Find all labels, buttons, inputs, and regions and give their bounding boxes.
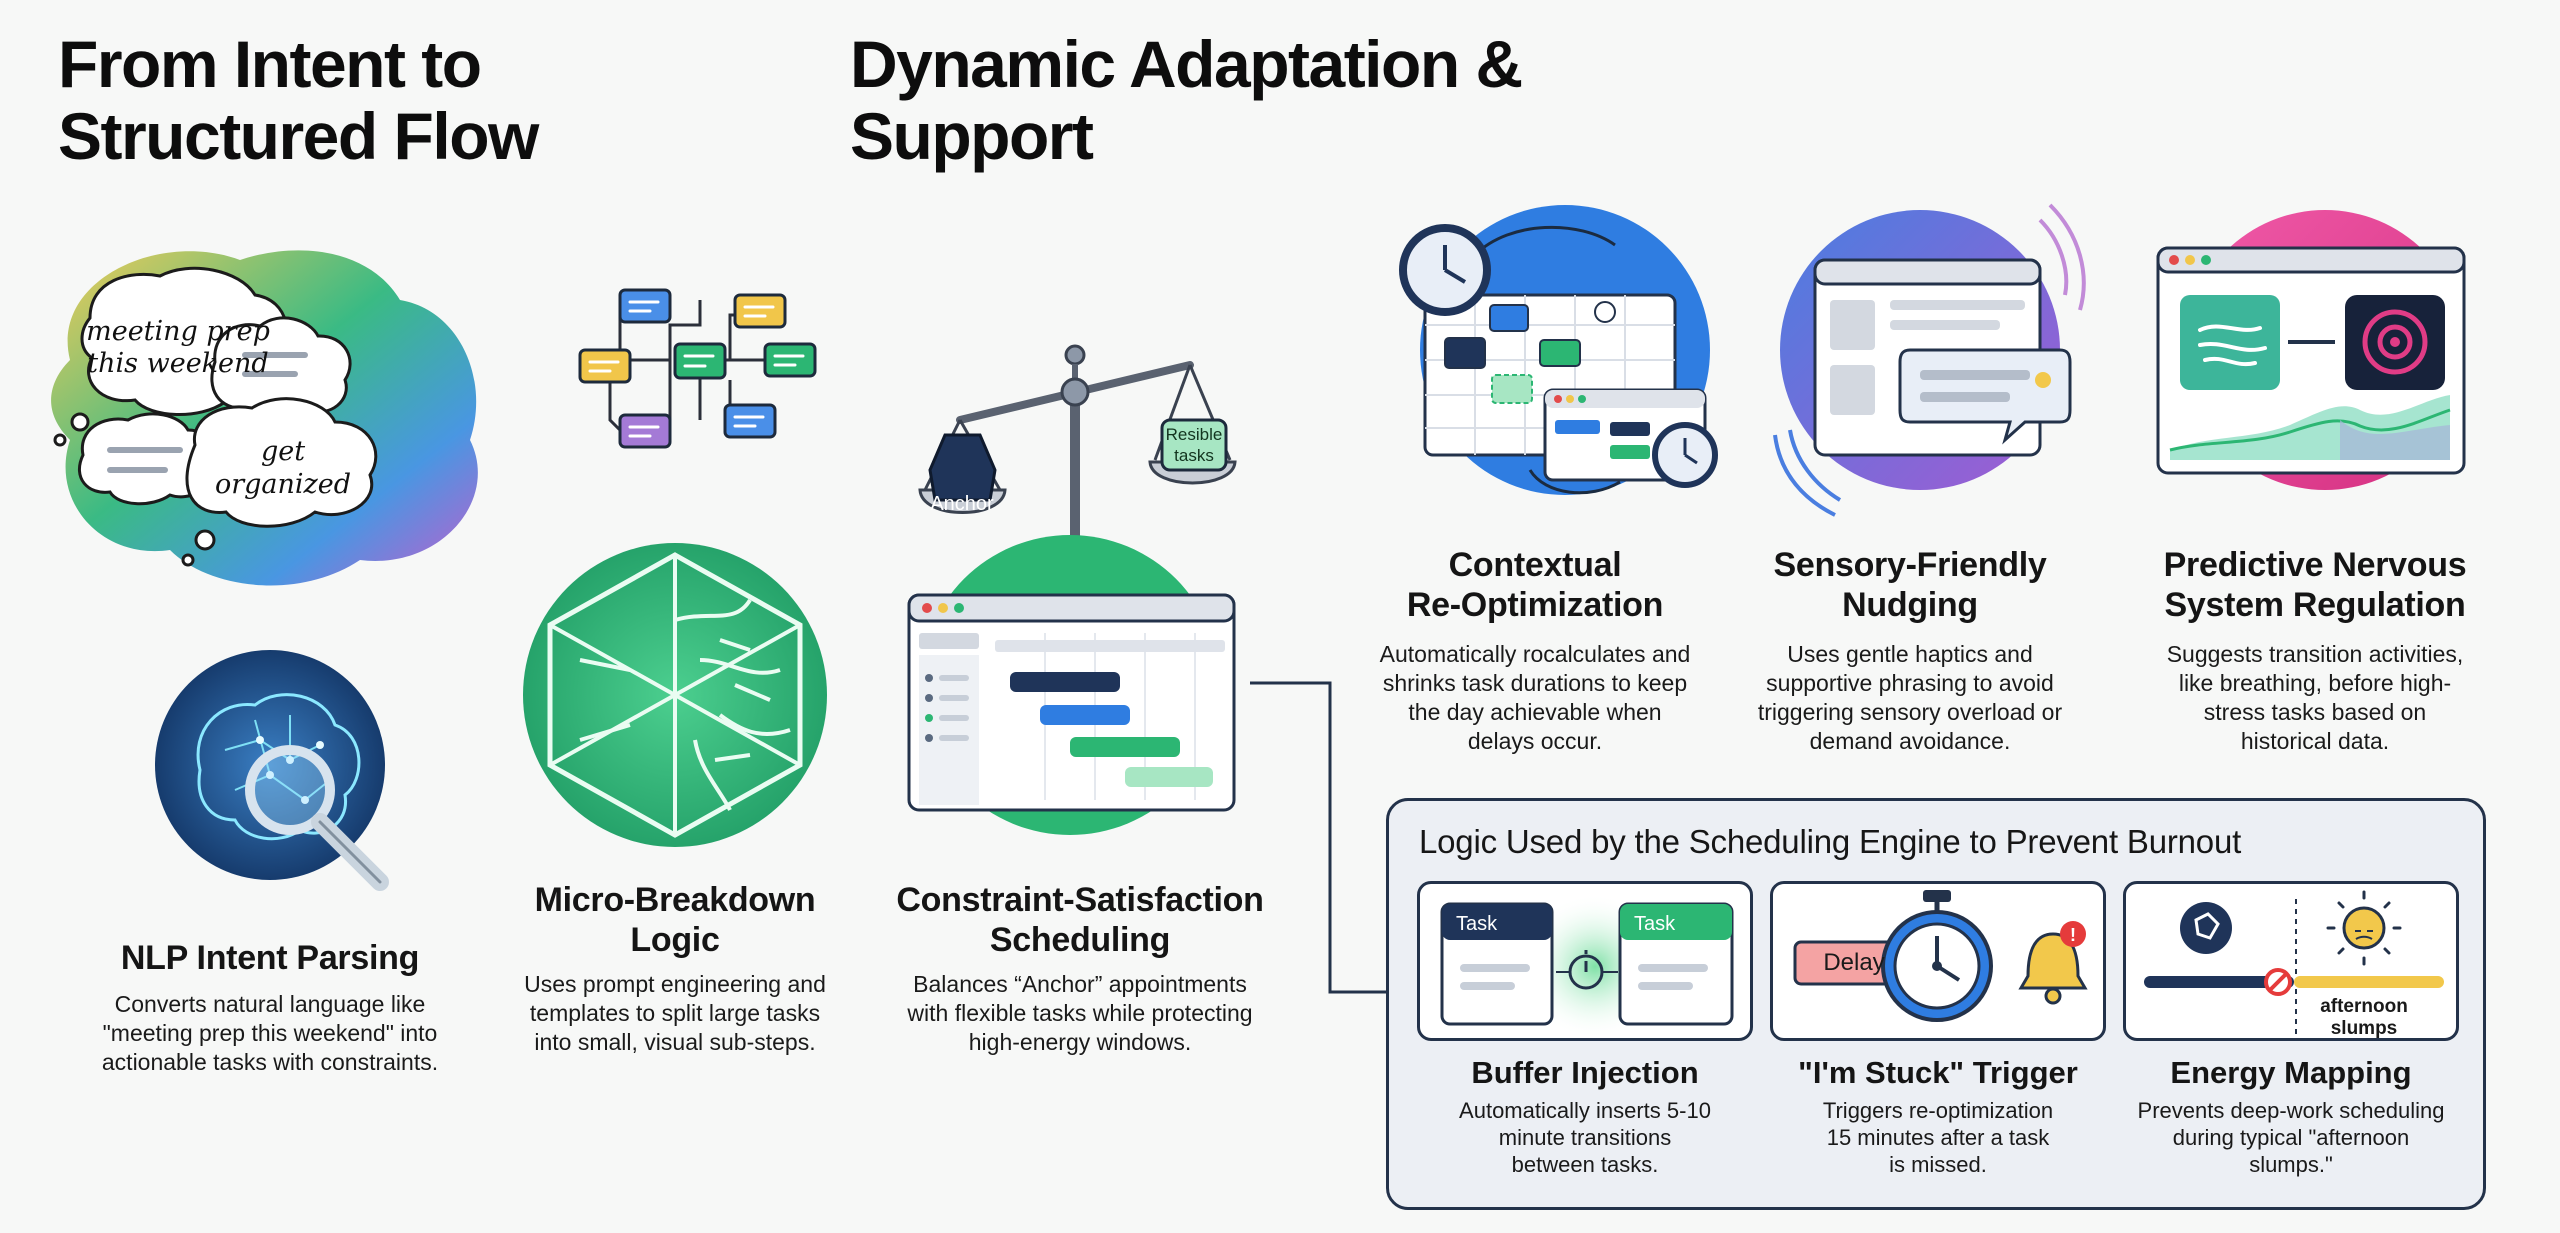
bubble-text-2: this weekend [87,348,268,379]
contextual-title-line-2: Re-Optimization [1406,586,1664,624]
buffer-desc-line-2: minute transitions [1498,1125,1672,1150]
predictive-desc-line-3: stress tasks based on [2203,699,2427,725]
left-heading-line-2: Structured Flow [58,99,539,173]
energy-desc-line-2: during typical "afternoon [2172,1125,2410,1150]
connector-line [1250,681,1386,994]
contextual-description: Automatically rocalculates and shrinks t… [1355,640,1715,756]
sensory-title: Sensory-Friendly Nudging [1740,545,2080,625]
svg-text:!: ! [2070,925,2076,945]
micro-desc-line-2: templates to split large tasks [529,1000,821,1026]
nlp-desc-line-2: "meeting prep this weekend" into [102,1020,438,1046]
brain-magnifier-icon [155,650,389,891]
constraint-title-line-1: Constraint-Satisfaction [896,881,1264,919]
energy-desc-line-1: Prevents deep-work scheduling [2137,1098,2445,1123]
stuck-title: "I'm Stuck" Trigger [1798,1055,2078,1090]
micro-title-line-1: Micro-Breakdown [534,881,816,919]
constraint-desc-line-1: Balances “Anchor” appointments [913,971,1247,997]
sensory-desc-line-3: triggering sensory overload or [1757,699,2063,725]
fractal-hexagon-icon [523,543,827,847]
predictive-title-line-1: Predictive Nervous [2163,546,2467,584]
buffer-desc-line-1: Automatically inserts 5-10 [1459,1098,1711,1123]
energy-slump-label-1: afternoon [2320,996,2408,1017]
bubble-text-1: meeting prep [86,316,270,347]
buffer-desc-line-3: between tasks. [1511,1152,1659,1177]
nlp-desc-line-1: Converts natural language like [114,991,426,1017]
buffer-gap-icon: Task Task [1440,894,1734,1039]
flexible-label-2: tasks [1174,446,1214,465]
buffer-task-label-1: Task [1456,913,1498,935]
buffer-description: Automatically inserts 5-10 minute transi… [1407,1097,1763,1178]
stuck-desc-line-1: Triggers re-optimization [1822,1098,2054,1123]
sensory-description: Uses gentle haptics and supportive phras… [1725,640,2095,756]
stuck-description: Triggers re-optimization 15 minutes afte… [1760,1097,2116,1178]
flexible-label-1: Resible [1166,425,1223,444]
logic-panel: Logic Used by the Scheduling Engine to P… [1386,798,2486,1210]
energy-description: Prevents deep-work scheduling during typ… [2103,1097,2479,1178]
stuck-desc-line-2: 15 minutes after a task [1826,1125,2050,1150]
energy-timeline-icon: afternoon slumps [2144,890,2444,1039]
micro-desc-line-1: Uses prompt engineering and [524,971,826,997]
gantt-window-icon [907,535,1236,835]
contextual-desc-line-1: Automatically rocalculates and [1379,641,1691,667]
micro-description: Uses prompt engineering and templates to… [490,970,860,1057]
task-tree-icon [578,288,817,449]
logic-panel-title: Logic Used by the Scheduling Engine to P… [1419,823,2242,860]
buffer-title: Buffer Injection [1471,1055,1699,1090]
predictive-desc-line-1: Suggests transition activities, [2166,641,2464,667]
stopwatch-alert-icon: ! Delay [1793,890,2088,1022]
contextual-desc-line-2: shrinks task durations to keep [1382,670,1688,696]
bubble-text-4: organized [215,469,351,500]
stuck-delay-label: Delay [1823,949,1884,976]
energy-slump-label-2: slumps [2331,1018,2398,1039]
stuck-trigger-card: ! Delay [1770,881,2106,1041]
constraint-desc-line-3: high-energy windows. [968,1029,1192,1055]
constraint-desc-line-2: with flexible tasks while protecting [907,1000,1253,1026]
micro-title: Micro-Breakdown Logic [500,880,850,960]
gentle-notification-icon [1773,203,2086,517]
anchor-label: Anchor [930,493,994,515]
sensory-title-line-1: Sensory-Friendly [1773,546,2047,584]
predictive-desc-line-2: like breathing, before high- [2178,670,2452,696]
energy-desc-line-3: slumps." [2249,1152,2333,1177]
nlp-title: NLP Intent Parsing [120,939,420,977]
energy-mapping-card: afternoon slumps [2123,881,2459,1041]
calendar-reoptimize-icon [1399,205,1718,495]
constraint-title-line-2: Scheduling [989,921,1171,959]
micro-title-line-2: Logic [630,921,720,959]
breathing-regulation-icon [2156,210,2466,490]
predictive-desc-line-4: historical data. [2240,728,2390,754]
left-heading-line-1: From Intent to [58,27,482,101]
constraint-title: Constraint-Satisfaction Scheduling [880,880,1280,960]
predictive-title-line-2: System Regulation [2164,586,2466,624]
speech-bubbles-illustration: meeting prep this weekend get organized [51,250,478,586]
energy-title: Energy Mapping [2170,1055,2412,1090]
contextual-title-line-1: Contextual [1448,546,1622,584]
sensory-desc-line-1: Uses gentle haptics and [1787,641,2033,667]
right-heading: Dynamic Adaptation & Support [850,27,1523,173]
sensory-title-line-2: Nudging [1842,586,1978,624]
sensory-desc-line-4: demand avoidance. [1809,728,2011,754]
contextual-title: Contextual Re-Optimization [1370,545,1700,625]
bubble-text-3: get [261,436,305,467]
left-heading: From Intent to Structured Flow [58,28,558,172]
buffer-task-label-2: Task [1634,913,1676,935]
nlp-description: Converts natural language like "meeting … [50,990,490,1077]
micro-desc-line-3: into small, visual sub-steps. [534,1029,816,1055]
buffer-injection-card: Task Task [1417,881,1753,1041]
nlp-desc-line-3: actionable tasks with constraints. [101,1049,439,1075]
constraint-description: Balances “Anchor” appointments with flex… [870,970,1290,1057]
predictive-title: Predictive Nervous System Regulation [2130,545,2500,625]
stuck-desc-line-3: is missed. [1889,1152,1987,1177]
contextual-desc-line-4: delays occur. [1467,728,1603,754]
contextual-desc-line-3: the day achievable when [1408,699,1662,725]
sensory-desc-line-2: supportive phrasing to avoid [1766,670,2054,696]
predictive-description: Suggests transition activities, like bre… [2125,640,2505,756]
